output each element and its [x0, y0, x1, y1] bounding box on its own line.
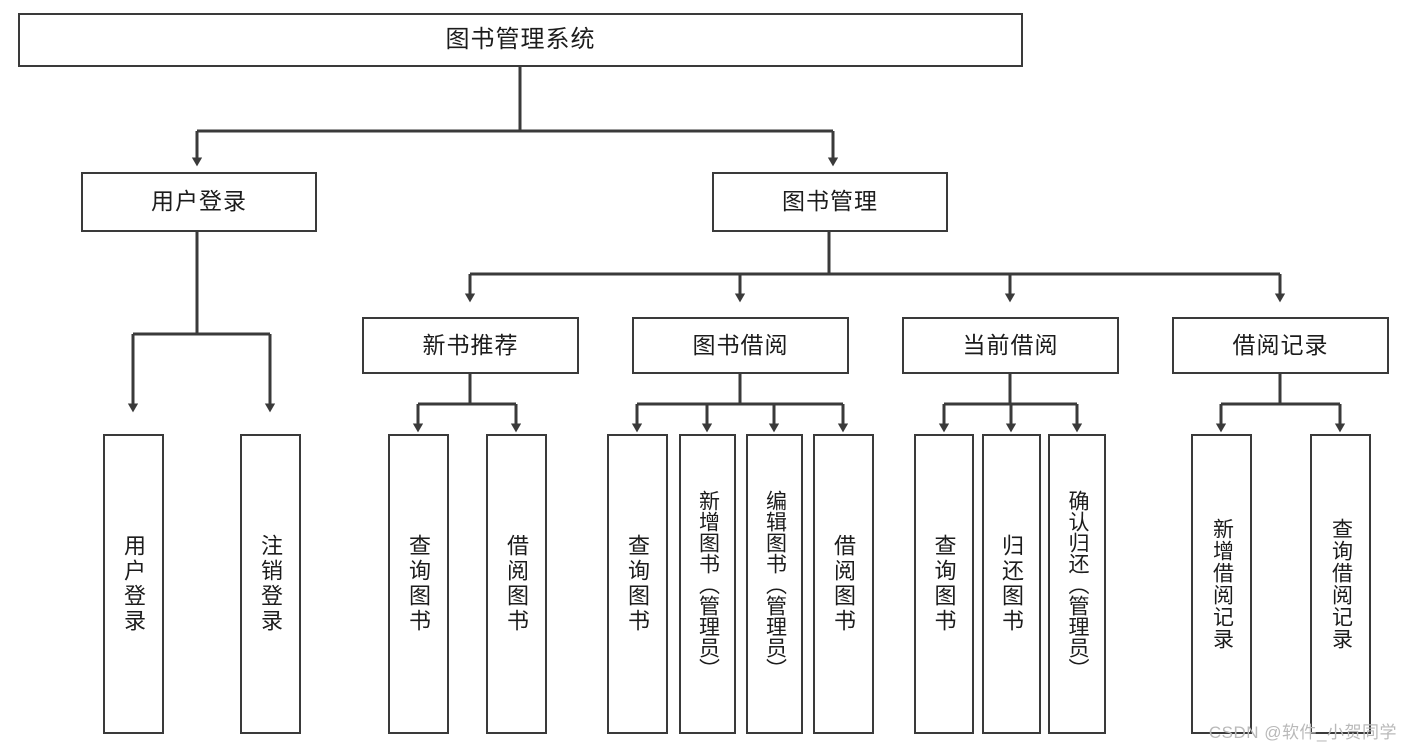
node-label: 新增图书（管理员）	[696, 489, 720, 679]
leaf-query-borrow-record[interactable]: 查询借阅记录	[1310, 434, 1371, 734]
node-label: 确认归还（管理员）	[1066, 489, 1090, 679]
node-book-borrow[interactable]: 图书借阅	[632, 317, 849, 374]
node-label: 归还图书	[999, 534, 1025, 634]
node-label: 图书借阅	[692, 331, 789, 358]
node-new-book-recommend[interactable]: 新书推荐	[362, 317, 579, 374]
node-label: 用户登录	[121, 534, 147, 634]
leaf-borrow-book[interactable]: 借阅图书	[813, 434, 874, 734]
node-label: 图书管理	[782, 188, 878, 215]
node-root-book-management-system[interactable]: 图书管理系统	[18, 13, 1023, 67]
node-user-login[interactable]: 用户登录	[81, 172, 317, 232]
node-label: 编辑图书（管理员）	[763, 489, 787, 679]
watermark-text: CSDN @软件_小贺同学	[1208, 723, 1397, 742]
node-label: 查询借阅记录	[1329, 518, 1353, 650]
leaf-query-book-recommend[interactable]: 查询图书	[388, 434, 449, 734]
leaf-add-borrow-record[interactable]: 新增借阅记录	[1191, 434, 1252, 734]
leaf-add-book-admin[interactable]: 新增图书（管理员）	[679, 434, 736, 734]
node-label: 新增借阅记录	[1210, 518, 1234, 650]
node-label: 查询图书	[406, 534, 432, 634]
node-label: 注销登录	[258, 534, 284, 634]
leaf-query-book-current[interactable]: 查询图书	[914, 434, 974, 734]
leaf-confirm-return-admin[interactable]: 确认归还（管理员）	[1048, 434, 1106, 734]
node-label: 图书管理系统	[445, 25, 596, 53]
node-label: 新书推荐	[422, 331, 519, 358]
node-label: 用户登录	[151, 188, 247, 215]
leaf-query-book-borrow[interactable]: 查询图书	[607, 434, 668, 734]
leaf-edit-book-admin[interactable]: 编辑图书（管理员）	[746, 434, 803, 734]
leaf-return-book[interactable]: 归还图书	[982, 434, 1041, 734]
leaf-logout[interactable]: 注销登录	[240, 434, 301, 734]
node-borrow-record[interactable]: 借阅记录	[1172, 317, 1389, 374]
node-label: 当前借阅	[962, 331, 1059, 358]
leaf-borrow-book-recommend[interactable]: 借阅图书	[486, 434, 547, 734]
node-label: 查询图书	[931, 534, 957, 634]
node-label: 查询图书	[625, 534, 651, 634]
node-label: 借阅记录	[1232, 331, 1329, 358]
node-current-borrow[interactable]: 当前借阅	[902, 317, 1119, 374]
node-label: 借阅图书	[831, 534, 857, 634]
node-label: 借阅图书	[504, 534, 530, 634]
node-book-management[interactable]: 图书管理	[712, 172, 948, 232]
leaf-user-login[interactable]: 用户登录	[103, 434, 164, 734]
